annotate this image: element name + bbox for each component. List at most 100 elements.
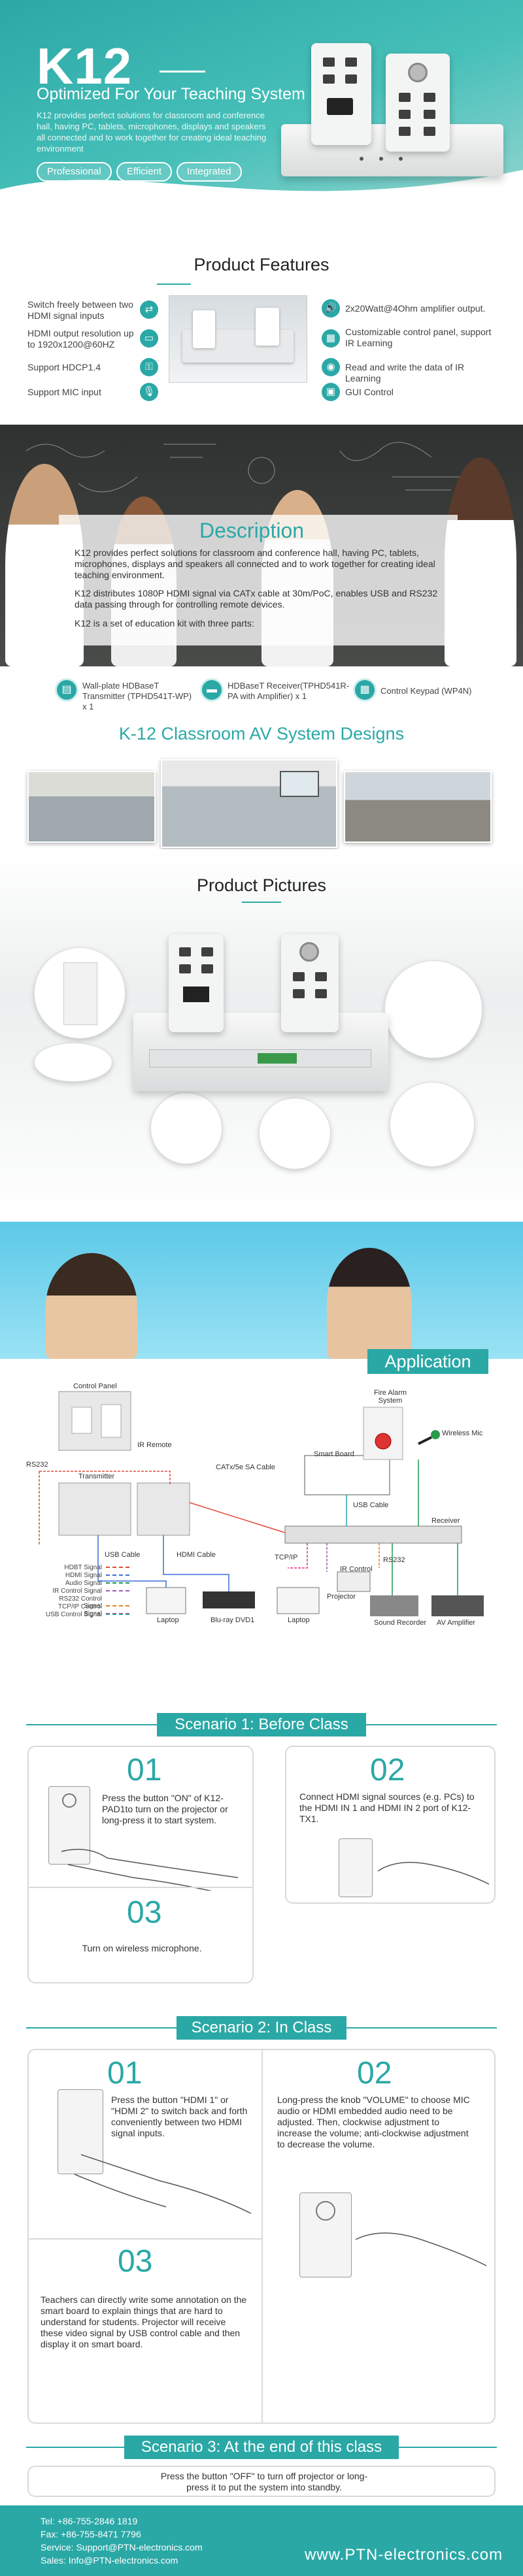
design-photo-conference-room <box>344 771 492 843</box>
label-tcpip: TCP/IP <box>275 1554 298 1561</box>
picture-transmitter-front <box>34 947 126 1039</box>
legend-label: HDBT Signal <box>64 1564 102 1571</box>
label-ir-remote: IR Remote <box>137 1441 172 1449</box>
footer-tel: Tel: +86-755-2846 1819 <box>41 2516 138 2526</box>
keypad-icon: ▦ <box>353 678 377 702</box>
feature-left-3: Support HDCP1.4 <box>27 362 101 372</box>
resolution-icon: ▭ <box>140 329 158 348</box>
receiver-icon: ▬ <box>200 678 224 702</box>
label-bluray: Blu-ray DVD1 <box>211 1616 255 1624</box>
label-projector: Projector <box>327 1593 356 1601</box>
legend-swatch <box>106 1567 129 1569</box>
application-title: Application <box>367 1349 488 1374</box>
step-number: 02 <box>370 1753 405 1787</box>
label-rs232-left: RS232 <box>26 1461 48 1469</box>
mic-icon: 🎙 <box>140 383 158 401</box>
design-photo-classroom-1 <box>27 771 156 843</box>
label-fire-alarm: Fire Alarm System <box>373 1389 407 1405</box>
scenario-1-header: Scenario 1: Before Class <box>0 1713 523 1736</box>
feature-left-2: HDMI output resolution up to 1920x1200@6… <box>27 328 134 350</box>
step-text: Connect HDMI signal sources (e.g. PCs) t… <box>299 1791 475 1824</box>
hero-subtitle: Optimized For Your Teaching System <box>37 85 305 103</box>
footer-fax: Fax: +86-755-8471 7796 <box>41 2529 141 2539</box>
application-section: Application Control Panel IR Remote RS23… <box>0 1222 523 1705</box>
pictures-title: Product Pictures <box>196 875 327 895</box>
hand-illustration <box>378 1861 489 1885</box>
label-rs232-right: RS232 <box>383 1556 405 1564</box>
designs-title: K-12 Classroom AV System Designs <box>118 724 405 743</box>
legend-label: HDMI Signal <box>65 1572 102 1579</box>
panel-icon: ▦ <box>322 329 340 348</box>
students-banner-photo <box>0 1222 523 1359</box>
kit-item-transmitter: Wall-plate HDBaseT Transmitter (TPHD541T… <box>82 681 192 711</box>
scenario-3-card: Press the button "OFF" to turn off proje… <box>27 2466 496 2497</box>
keypad-illustration <box>58 2089 103 2174</box>
kit-section: ▤ Wall-plate HDBaseT Transmitter (TPHD54… <box>0 666 523 719</box>
scenario-2-card: 01 Press the button "HDMI 1" or "HDMI 2"… <box>27 2049 496 2424</box>
hero-title-rule <box>160 71 205 73</box>
picture-transmitter-angle <box>34 1043 112 1082</box>
footer-sales-email[interactable]: Sales: Info@PTN-electronics.com <box>41 2555 178 2566</box>
step-text: Press the button "HDMI 1" or "HDMI 2" to… <box>111 2095 248 2138</box>
pill-integrated: Integrated <box>177 162 242 182</box>
step-text: Teachers can directly write some annotat… <box>41 2294 247 2349</box>
legend-swatch <box>106 1574 129 1576</box>
picture-receiver-ports <box>384 960 482 1058</box>
description-paragraph-3: K12 is a set of education kit with three… <box>75 618 254 628</box>
transmitter-panel-image <box>311 43 371 145</box>
description-section: Description K12 provides perfect solutio… <box>0 425 523 666</box>
label-sound-recorder: Sound Recorder <box>374 1619 427 1627</box>
switch-icon: ⇄ <box>140 301 158 319</box>
hand-illustration <box>61 1848 239 1891</box>
features-product-photo <box>169 295 307 383</box>
label-usb-cable-2: USB Cable <box>353 1501 389 1509</box>
keypad-panel-image <box>386 54 450 152</box>
step-text: Long-press the knob "VOLUME" to choose M… <box>277 2095 470 2149</box>
keypad-knob-illustration <box>299 2193 352 2277</box>
pill-professional: Professional <box>37 162 112 182</box>
step-text: Press the button "ON" of K12-PAD1to turn… <box>102 1793 228 1825</box>
step-number: 01 <box>127 1753 162 1787</box>
ir-icon: ◉ <box>322 358 340 376</box>
legend-swatch <box>106 1614 129 1616</box>
picture-panel-ports <box>150 1092 222 1164</box>
footer-service-email[interactable]: Service: Support@PTN-electronics.com <box>41 2542 203 2552</box>
chalkboard-scribbles <box>25 442 471 493</box>
picture-transmitter-panel <box>169 934 224 1032</box>
feature-right-3: Read and write the data of IR Learning <box>345 362 465 383</box>
picture-keypad-side <box>390 1082 475 1167</box>
pictures-title-rule <box>242 902 281 903</box>
label-laptop-1: Laptop <box>157 1616 179 1624</box>
legend-item: HDBT Signal <box>39 1564 129 1571</box>
hdcp-icon: ⚿ <box>140 358 158 376</box>
kit-item-keypad: Control Keypad (WP4N) <box>380 686 472 696</box>
transmitter-icon: ▤ <box>55 678 78 702</box>
scenario-3-title: Scenario 3: At the end of this class <box>124 2436 399 2459</box>
label-usb-cable: USB Cable <box>105 1551 141 1559</box>
step-number: 02 <box>357 2056 392 2091</box>
legend-label: IR Control Signal <box>52 1588 102 1595</box>
feature-left-4: Support MIC input <box>27 387 101 397</box>
label-transmitter: Transmitter <box>78 1473 115 1480</box>
footer: Tel: +86-755-2846 1819 Fax: +86-755-8471… <box>0 2505 523 2576</box>
design-photo-classroom-2 <box>161 759 337 848</box>
step-text: Press the button "OFF" to turn off proje… <box>160 2471 368 2492</box>
label-ir-control: IR Control <box>340 1565 373 1573</box>
footer-website-link[interactable]: www.PTN-electronics.com <box>305 2546 503 2564</box>
step-text: Turn on wireless microphone. <box>82 1943 202 1953</box>
feature-right-1: 2x20Watt@4Ohm amplifier output. <box>345 303 486 314</box>
legend-label: RS232 Control Signal <box>59 1595 102 1610</box>
hero-title: K12 <box>37 37 133 95</box>
label-receiver: Receiver <box>431 1517 460 1525</box>
features-title: Product Features <box>194 255 329 274</box>
scenario-2-header: Scenario 2: In Class <box>0 2016 523 2040</box>
label-catx-cable: CATx/5e SA Cable <box>216 1463 275 1471</box>
legend-swatch <box>106 1582 129 1584</box>
product-features-section: Product Features Switch freely between t… <box>0 216 523 425</box>
legend-label: USB Control Signal <box>45 1611 102 1618</box>
transmitter-illustration <box>339 1838 373 1897</box>
step-number: 01 <box>107 2056 143 2091</box>
description-box: Description K12 provides perfect solutio… <box>59 515 458 645</box>
hero-banner: K12 Optimized For Your Teaching System K… <box>0 0 523 216</box>
feature-right-2: Customizable control panel, support IR L… <box>345 327 492 348</box>
